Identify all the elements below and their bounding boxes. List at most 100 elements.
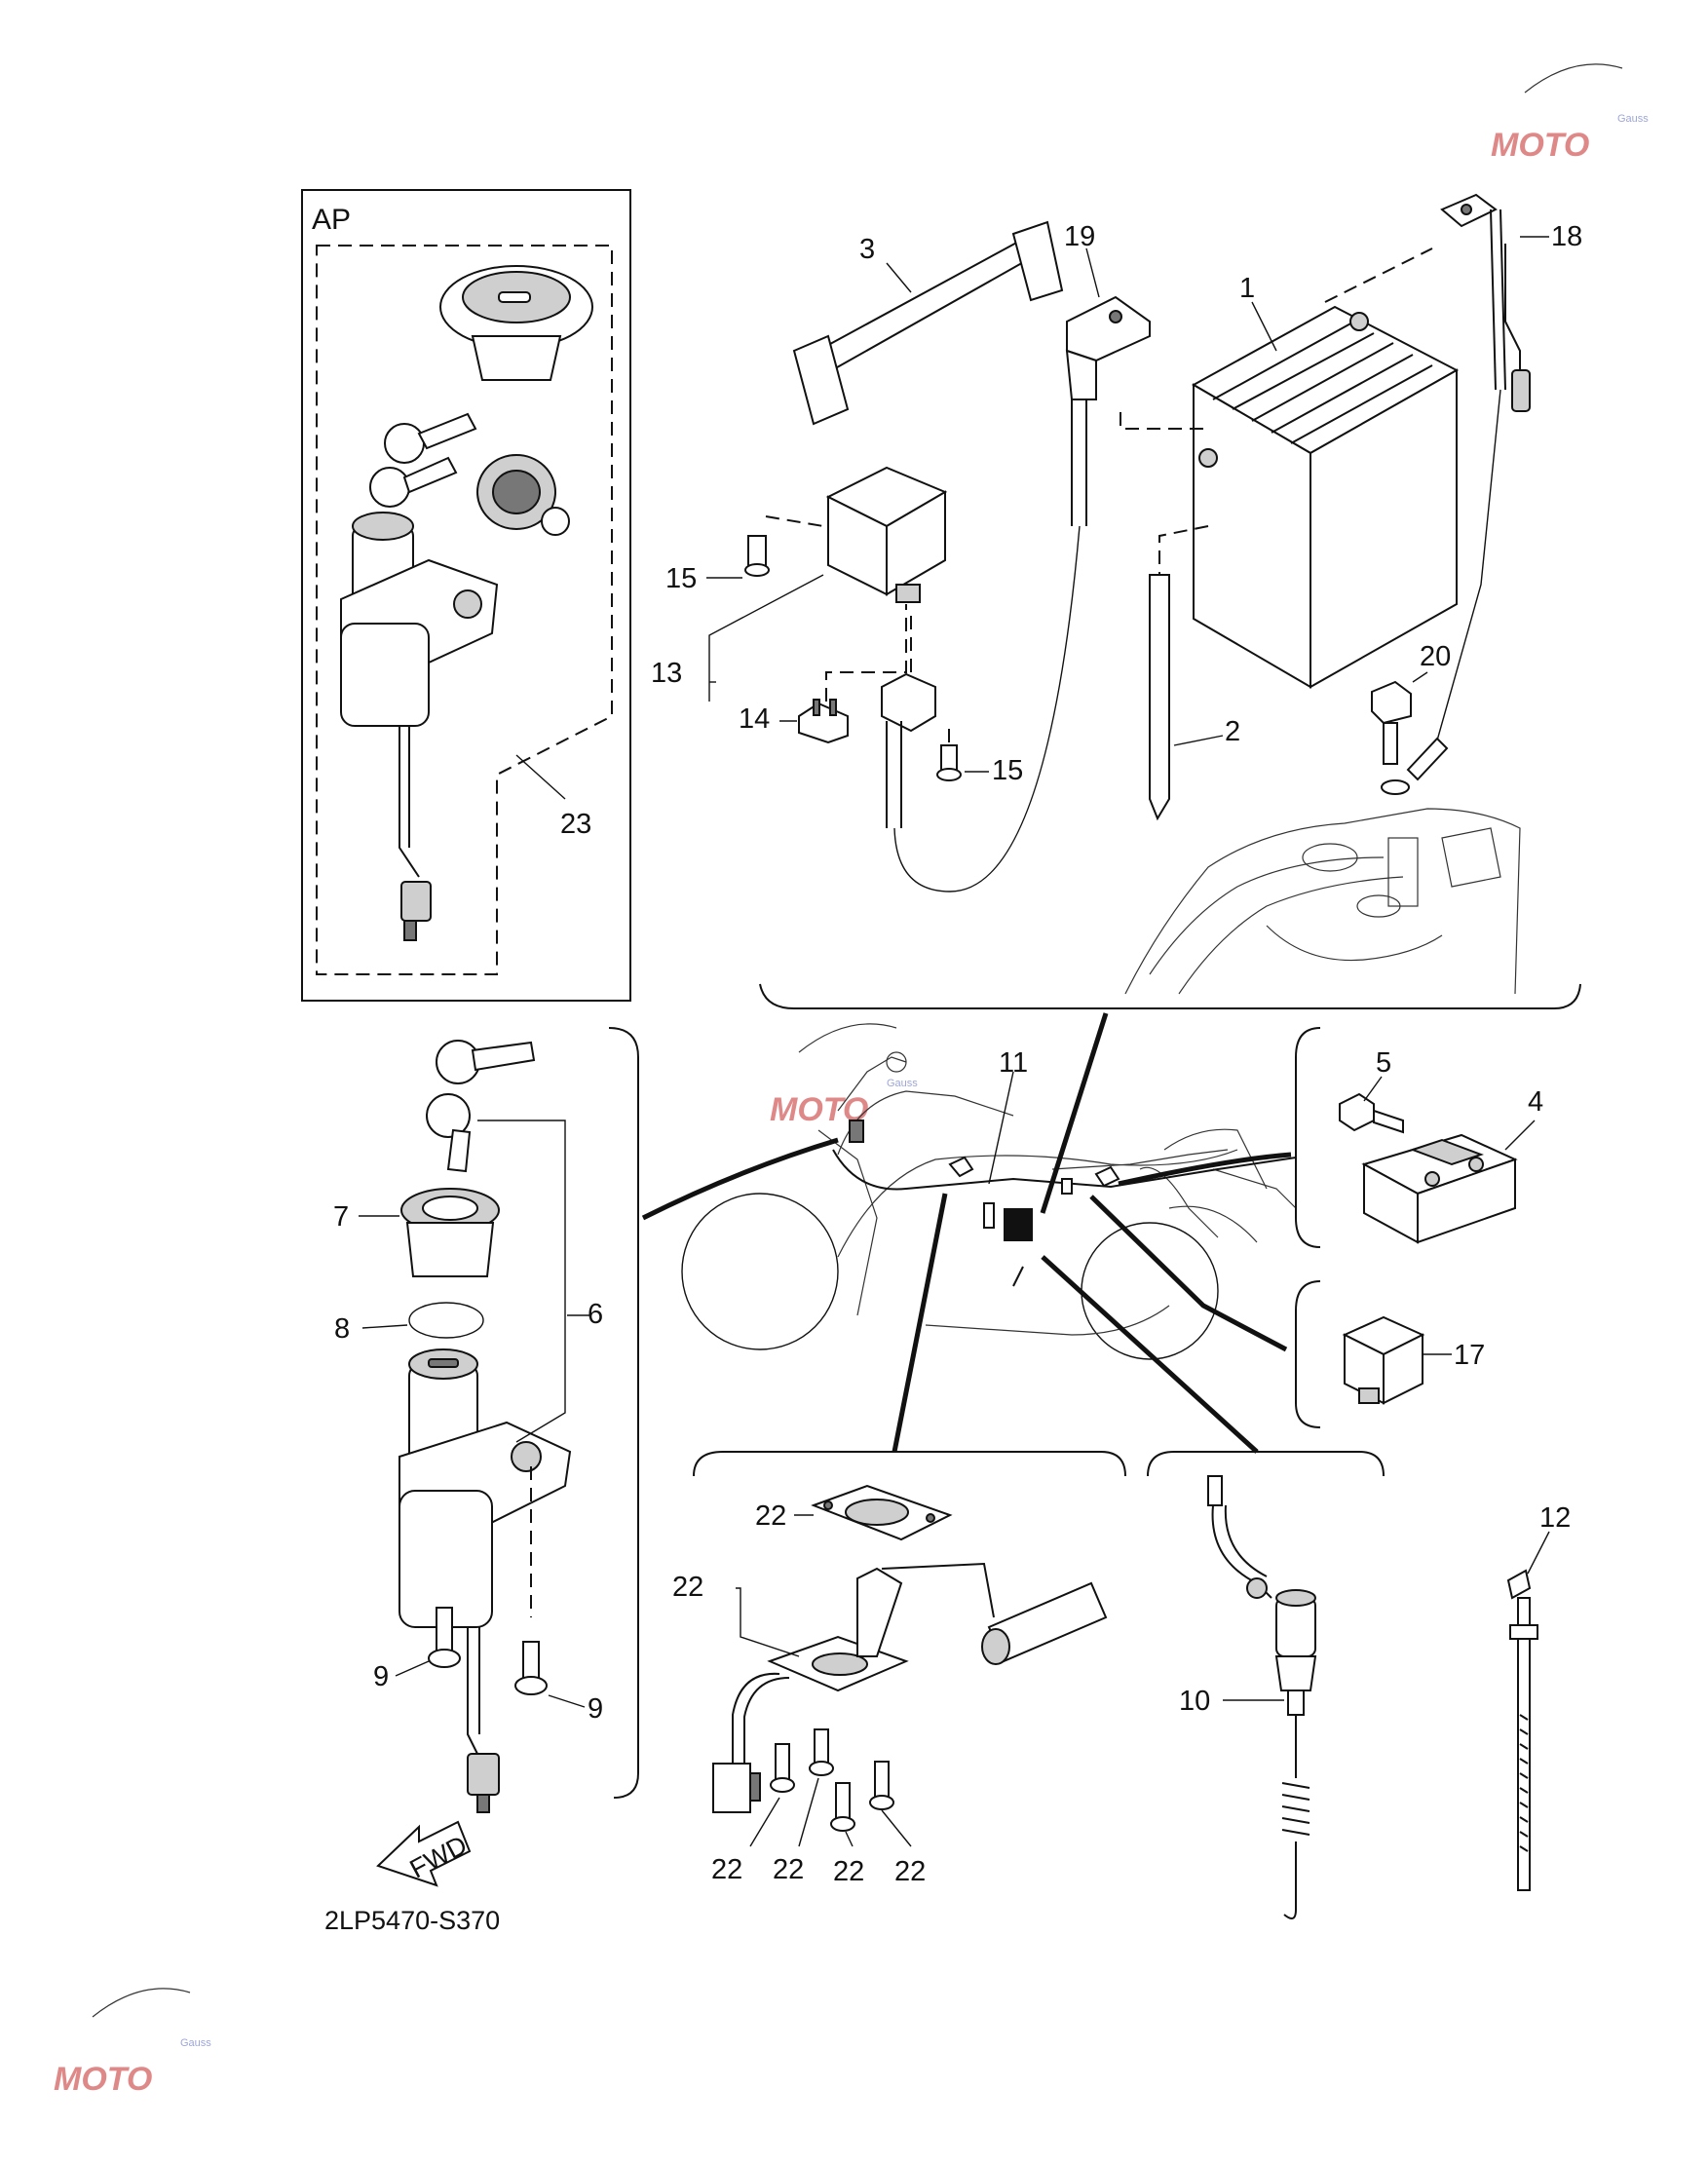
ap-inset: AP <box>301 189 631 1002</box>
callout-7: 7 <box>333 1201 349 1233</box>
bolt-15-upper-part <box>744 535 770 577</box>
battery-group: 3 19 1 2 <box>651 193 1582 1009</box>
callout-12: 12 <box>1539 1502 1571 1534</box>
fuel-gauge-group: 22 22 22 22 22 22 <box>672 1451 1126 1887</box>
rectifier-group: 5 4 <box>1295 1027 1543 1248</box>
callout-15-upper: 15 <box>665 563 697 594</box>
ap-inset-frame <box>301 189 631 1002</box>
sensor-part <box>1207 1475 1317 1919</box>
leader-8 <box>361 1324 408 1329</box>
relay-connector-part <box>881 525 1081 892</box>
watermark-brand: MOTO <box>54 2061 152 2098</box>
callout-9-right: 9 <box>588 1693 603 1725</box>
leader-dash-18 <box>1324 247 1433 303</box>
link-main-switch <box>641 1137 839 1221</box>
callout-22-a: 22 <box>711 1854 742 1885</box>
group-bracket-fuel <box>693 1451 1126 1477</box>
callout-10: 10 <box>1179 1686 1210 1717</box>
main-switch-group: 7 8 6 9 <box>324 1027 639 1935</box>
watermark-bottom-left: MOTO Gauss <box>54 1988 211 2098</box>
battery-band-part <box>792 220 1064 426</box>
leader-13a <box>708 574 824 702</box>
callout-22-d: 22 <box>894 1856 926 1887</box>
ap-inset-label: AP <box>312 204 351 236</box>
link-battery <box>1040 1012 1109 1214</box>
leader-2 <box>1173 735 1224 746</box>
battery-part <box>1191 305 1460 689</box>
terminal-cover-part <box>1065 295 1151 526</box>
leader-20 <box>736 1587 800 1657</box>
watermark-brand: MOTO <box>1491 127 1589 164</box>
fuel-sender-part <box>712 1562 1108 1813</box>
link-rectifier <box>1118 1152 1292 1187</box>
callout-9-left: 9 <box>373 1661 389 1692</box>
leader-22a <box>749 1797 780 1847</box>
callout-20: 22 <box>672 1572 703 1603</box>
group-bracket-rectifier <box>1295 1027 1321 1248</box>
leader-dash-15a <box>765 515 824 527</box>
bolt-19-part <box>1371 680 1449 795</box>
fwd-arrow-icon: FWD <box>376 1820 472 1887</box>
earth-lead-part <box>1436 193 1531 741</box>
battery-cable-part <box>1149 525 1209 821</box>
bolt-15-lower-part <box>936 744 962 781</box>
cdi-unit-mark <box>1004 1208 1033 1241</box>
wire-harness-part <box>832 1120 1297 1287</box>
leader-4 <box>1504 1120 1536 1151</box>
link-fuel-pump <box>892 1193 948 1453</box>
sensor-group: 10 <box>1147 1451 1385 1919</box>
callout-18: 18 <box>1551 221 1582 252</box>
callout-8: 8 <box>334 1313 350 1345</box>
group-bracket-top <box>759 983 1581 1009</box>
callout-23: 23 <box>560 809 591 840</box>
link-sender <box>1041 1255 1259 1454</box>
callout-19: 20 <box>1420 641 1451 672</box>
callout-5: 5 <box>1376 1047 1391 1079</box>
callout-4: 4 <box>1528 1086 1543 1118</box>
leader-22c <box>845 1831 854 1847</box>
o-ring-part <box>408 1302 484 1339</box>
engine-case-sketch <box>1124 808 1521 995</box>
ap-kit-outline <box>316 245 613 975</box>
relay-16-part <box>1342 1315 1425 1405</box>
relay-group: 17 <box>1295 1280 1485 1428</box>
callout-6: 6 <box>588 1299 603 1330</box>
main-switch-part-ap <box>340 512 499 941</box>
screw-9-left-part <box>428 1607 461 1668</box>
callout-11: 11 <box>999 1047 1028 1079</box>
watermark-center: MOTO Gauss <box>770 1023 918 1128</box>
leader-dash-17 <box>1120 404 1203 430</box>
leader-22d <box>881 1809 912 1847</box>
leader-23 <box>515 754 566 800</box>
gasket-part <box>811 1484 953 1541</box>
screw-9-right-part <box>514 1466 548 1695</box>
leader-22b <box>798 1777 819 1847</box>
rectifier-part <box>1361 1133 1518 1244</box>
cable-tie-part <box>1506 1569 1538 1891</box>
seat-lock-part <box>476 454 570 536</box>
bolt-5-part <box>1339 1092 1404 1134</box>
callout-13: 13 <box>651 658 682 689</box>
watermark-sub: Gauss <box>887 1078 918 1089</box>
main-switch-part <box>399 1348 572 1813</box>
watermark-sub: Gauss <box>1617 113 1649 125</box>
leader-dash-14 <box>825 604 907 702</box>
leader-1 <box>1251 301 1277 352</box>
key-cap-part <box>400 1188 500 1277</box>
leader-17 <box>1085 247 1100 298</box>
callout-22-c: 22 <box>833 1856 864 1887</box>
leader-9a <box>395 1660 430 1677</box>
starter-relay-part <box>825 466 948 603</box>
leader-5 <box>1363 1076 1383 1102</box>
group-bracket-sensor <box>1147 1451 1385 1477</box>
leader-9b <box>548 1694 586 1708</box>
drawing-code: 2LP5470-S370 <box>324 1906 500 1935</box>
keys-part-left <box>426 1040 536 1173</box>
group-bracket-left <box>608 1027 639 1799</box>
leader-6 <box>477 1120 566 1443</box>
link-relay <box>1089 1195 1288 1352</box>
fuse-part <box>798 699 849 744</box>
callout-16: 17 <box>1454 1340 1485 1371</box>
callout-21: 22 <box>755 1500 786 1532</box>
